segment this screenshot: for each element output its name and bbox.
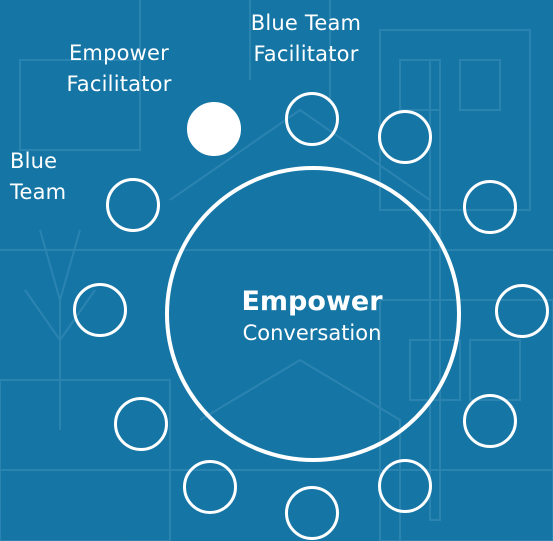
seat xyxy=(114,397,168,451)
seat xyxy=(378,459,432,513)
blue-team-facilitator-line-2: Facilitator xyxy=(253,42,359,66)
seat xyxy=(463,394,517,448)
empower-facilitator-line-2: Facilitator xyxy=(66,72,172,96)
seat-blue-team xyxy=(106,178,160,232)
blue-team-line-2: Team xyxy=(10,180,67,204)
blue-team-line-1: Blue xyxy=(10,149,58,173)
seat xyxy=(285,486,339,540)
center-subtitle: Conversation xyxy=(242,321,382,345)
center-circle xyxy=(165,166,461,462)
blue-team-facilitator-label: Blue Team Facilitator xyxy=(236,8,376,70)
center-title: Empower xyxy=(241,286,383,317)
seat xyxy=(378,110,432,164)
seat xyxy=(73,283,127,337)
blue-team-label: Blue Team xyxy=(10,146,80,208)
seat-blue-team-facilitator xyxy=(285,92,339,146)
seat-empower-facilitator xyxy=(187,102,241,156)
seat xyxy=(463,180,517,234)
seat xyxy=(495,284,549,338)
blue-team-facilitator-line-1: Blue Team xyxy=(250,11,362,35)
empower-facilitator-line-1: Empower xyxy=(68,41,170,65)
seat xyxy=(183,460,237,514)
empower-facilitator-label: Empower Facilitator xyxy=(48,38,190,100)
